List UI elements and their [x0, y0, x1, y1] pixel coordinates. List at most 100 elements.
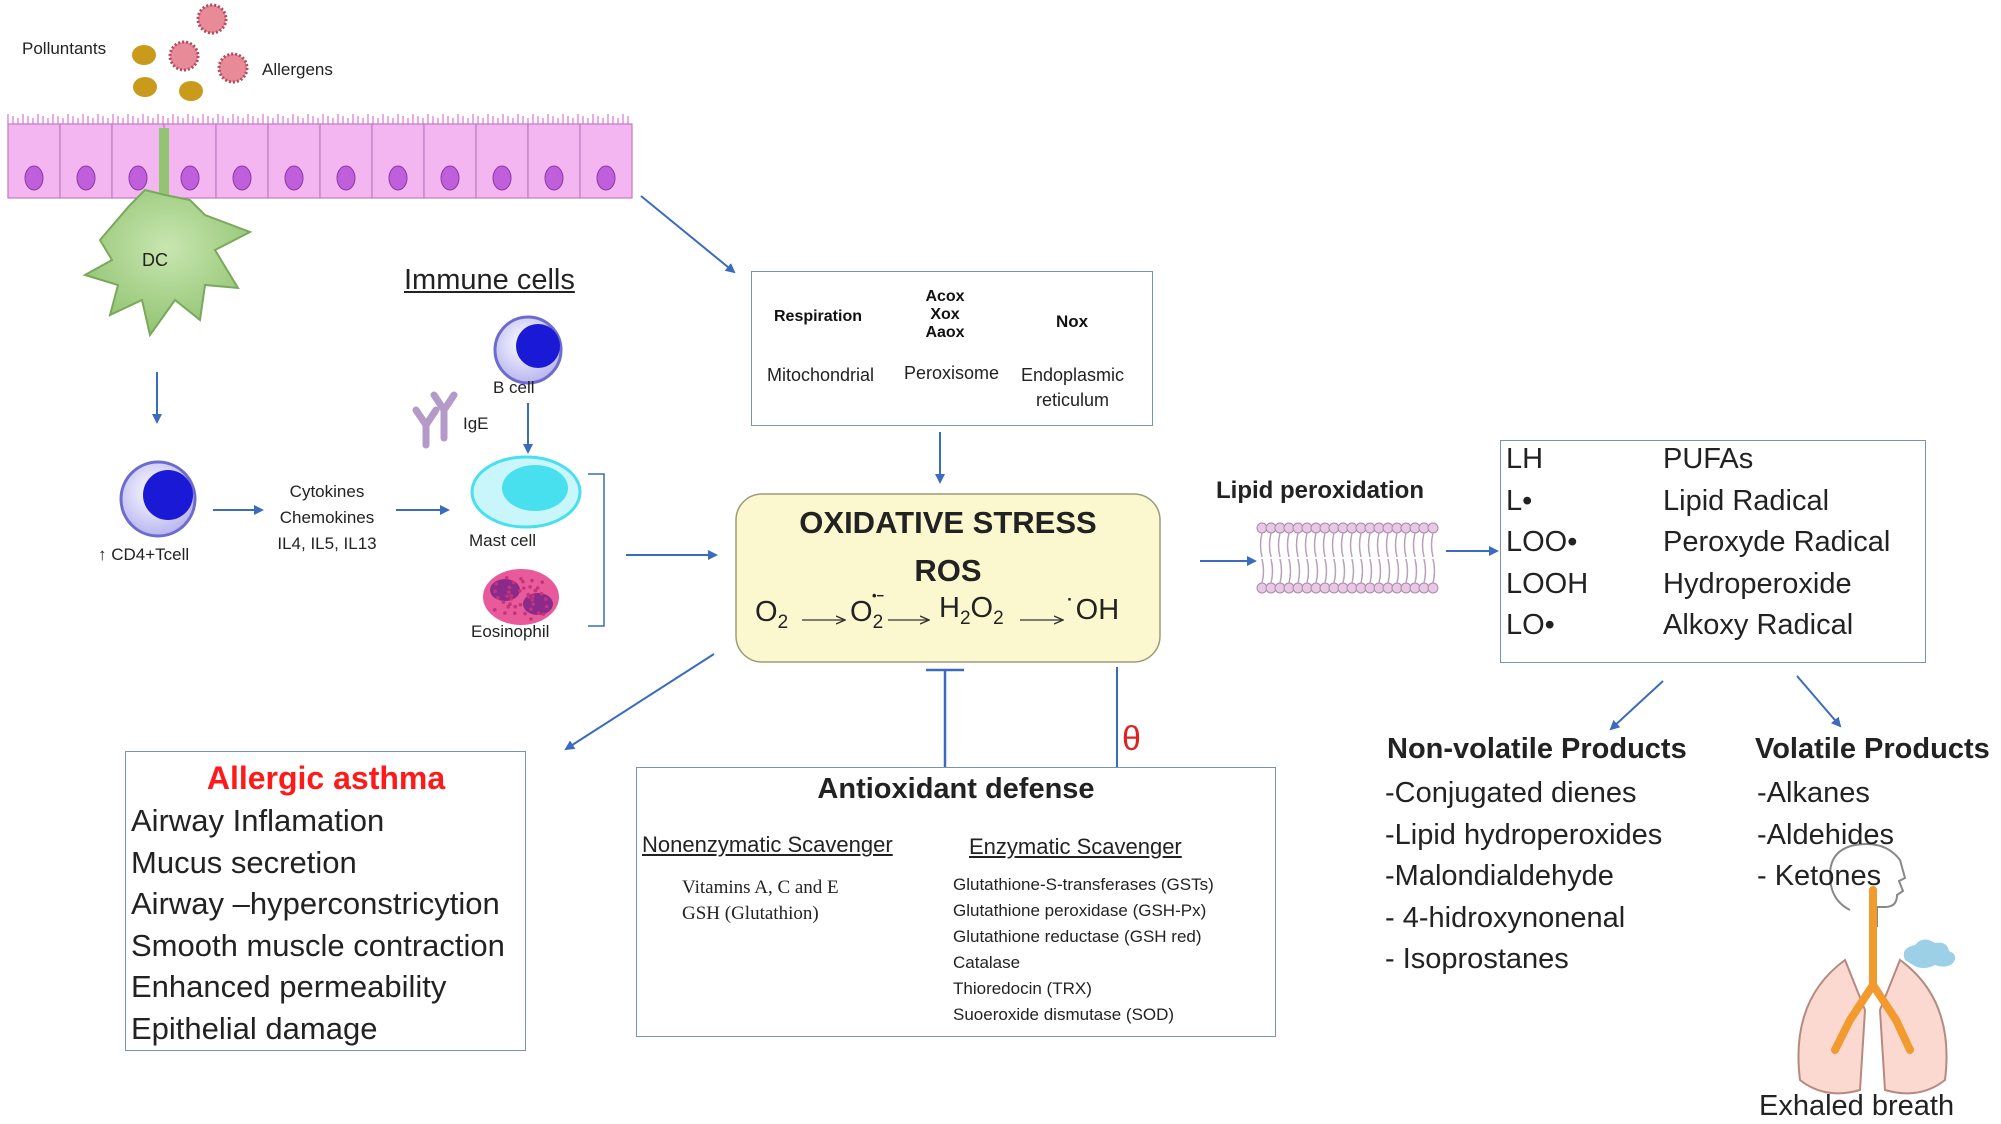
- lipid-tail: [1313, 532, 1319, 584]
- ros-sources-box: [751, 271, 1153, 426]
- arrow-epithelium-to-sources: [640, 195, 736, 274]
- lipid-symbol: L•: [1506, 484, 1533, 517]
- volatile-title: Volatile Products: [1755, 733, 1990, 765]
- er-inner-label: Nox: [1055, 312, 1089, 331]
- eosinophil-granule: [506, 605, 510, 609]
- h2o2-sub-h: 2: [959, 607, 971, 629]
- lipid-species-name: PUFAs: [1663, 443, 1754, 475]
- lipid-tail: [1412, 532, 1418, 584]
- hydrogen-peroxide-species: H2O2: [939, 592, 1004, 630]
- eosinophil-granule: [529, 617, 533, 621]
- o2-o: O: [755, 596, 778, 628]
- oxidative-stress-title: OXIDATIVE STRESS: [799, 505, 1097, 540]
- epithelial-nucleus: [388, 165, 408, 191]
- chemokines-label: Chemokines: [279, 508, 375, 527]
- eosinophil-granule: [494, 581, 499, 586]
- epithelial-nucleus: [128, 165, 148, 191]
- asthma-symptom: Smooth muscle contraction: [131, 927, 505, 963]
- lipid-tail: [1430, 532, 1436, 584]
- immune-bracket: [588, 473, 605, 627]
- asthma-symptom: Epithelial damage: [131, 1010, 378, 1046]
- epithelial-nucleus: [284, 165, 304, 191]
- b-cell-label: B cell: [493, 378, 535, 397]
- nonvolatile-product: -Conjugated dienes: [1385, 777, 1637, 809]
- eosinophil-granule: [509, 597, 514, 601]
- enzymatic-item: Glutathione-S-transferases (GSTs): [953, 875, 1214, 894]
- lipid-tail: [1322, 532, 1328, 584]
- lipid-species-name: Lipid Radical: [1663, 484, 1830, 517]
- lipid-symbol: LOOH: [1506, 567, 1589, 600]
- dc-label: DC: [142, 250, 168, 270]
- enzymatic-item: Catalase: [953, 953, 1021, 972]
- h2o2-sub-o: 2: [993, 607, 1004, 629]
- lipid-symbol: LOO•: [1506, 526, 1578, 558]
- enzymatic-item: Thioredocin (TRX): [953, 979, 1092, 998]
- o2-species: O2: [755, 596, 788, 634]
- mast-cell-label: Mast cell: [469, 531, 537, 550]
- superoxide-species: O2•−: [850, 588, 884, 634]
- mitochondrial-label: Mitochondrial: [767, 365, 875, 385]
- epithelial-nucleus: [180, 165, 200, 191]
- eosinophil-granule: [530, 598, 535, 602]
- lipid-tail: [1259, 532, 1265, 584]
- cytokines-block: Cytokines Chemokines IL4, IL5, IL13: [262, 479, 392, 557]
- pollutant-particles: [132, 45, 203, 101]
- eosinophil-granule: [523, 611, 527, 616]
- lipid-tail: [1340, 532, 1346, 584]
- lipid-species-name: Alkoxy Radical: [1663, 609, 1854, 641]
- h2o2-o: O: [970, 592, 994, 624]
- lipid-species-name: Hydroperoxide: [1663, 567, 1852, 600]
- acox-label: Acox: [925, 288, 965, 305]
- lipid-tail: [1394, 532, 1400, 584]
- lipid-head: [1427, 582, 1439, 594]
- ros-title: ROS: [914, 553, 982, 588]
- eosinophil-granule: [505, 594, 509, 598]
- eosinophil-granule: [530, 578, 534, 583]
- lipid-tail: [1295, 532, 1301, 584]
- arrow-table-to-volatile: [1796, 675, 1842, 728]
- person-breath-icon: [1797, 843, 1956, 1095]
- enzymatic-title: Enzymatic Scavenger: [969, 834, 1182, 859]
- nonenzymatic-item: GSH (Glutathion): [682, 903, 819, 924]
- epithelial-nucleus: [596, 165, 616, 191]
- cilia: [7, 114, 629, 124]
- nonenzymatic-item: Vitamins A, C and E: [682, 877, 839, 898]
- inhibition-symbol: θ: [1122, 720, 1141, 758]
- superoxide-sub: 2: [872, 611, 884, 633]
- peroxisome-inner-labels: Acox Xox Aaox: [905, 288, 985, 342]
- asthma-symptom: Mucus secretion: [131, 844, 357, 880]
- eosinophil-granule: [544, 604, 549, 609]
- arrows: [152, 195, 1842, 832]
- eosinophil-granule: [522, 586, 526, 590]
- nonvolatile-product: -Malondialdehyde: [1385, 860, 1614, 892]
- o2-sub: 2: [777, 611, 789, 633]
- nonvolatile-product: - Isoprostanes: [1385, 943, 1569, 975]
- arrow-stress-to-asthma: [564, 653, 715, 751]
- epithelial-nucleus: [24, 165, 44, 191]
- eosinophil-granule: [531, 602, 536, 606]
- eosinophil-granule: [539, 592, 544, 596]
- lipid-tail: [1421, 532, 1427, 584]
- eosinophil-granule: [511, 580, 516, 585]
- epithelial-nucleus: [544, 165, 564, 191]
- eosinophil-granule: [531, 594, 535, 599]
- eosinophil-granule: [533, 588, 538, 593]
- eosinophil-granule: [508, 602, 512, 606]
- h2o2-h: H: [939, 592, 960, 624]
- pollutants-label: Polluntants: [22, 39, 107, 58]
- eosinophil-granule: [540, 580, 545, 584]
- enzymatic-item: Glutathione peroxidase (GSH-Px): [953, 901, 1207, 920]
- lipid-membrane-icon: [1256, 522, 1439, 594]
- er-label-line1: Endoplasmic: [1021, 365, 1125, 385]
- lipid-tail: [1286, 532, 1292, 584]
- allergens-label: Allergens: [262, 60, 333, 79]
- eosinophil-granule: [519, 577, 523, 581]
- volatile-product: -Alkanes: [1757, 777, 1870, 809]
- epithelial-nucleus: [440, 165, 460, 191]
- eosinophil-granule: [518, 588, 522, 593]
- eosinophil-granule: [507, 590, 511, 594]
- lipid-species-name: Peroxyde Radical: [1663, 526, 1891, 558]
- lipid-tail: [1349, 532, 1355, 584]
- ige-label: IgE: [463, 414, 489, 433]
